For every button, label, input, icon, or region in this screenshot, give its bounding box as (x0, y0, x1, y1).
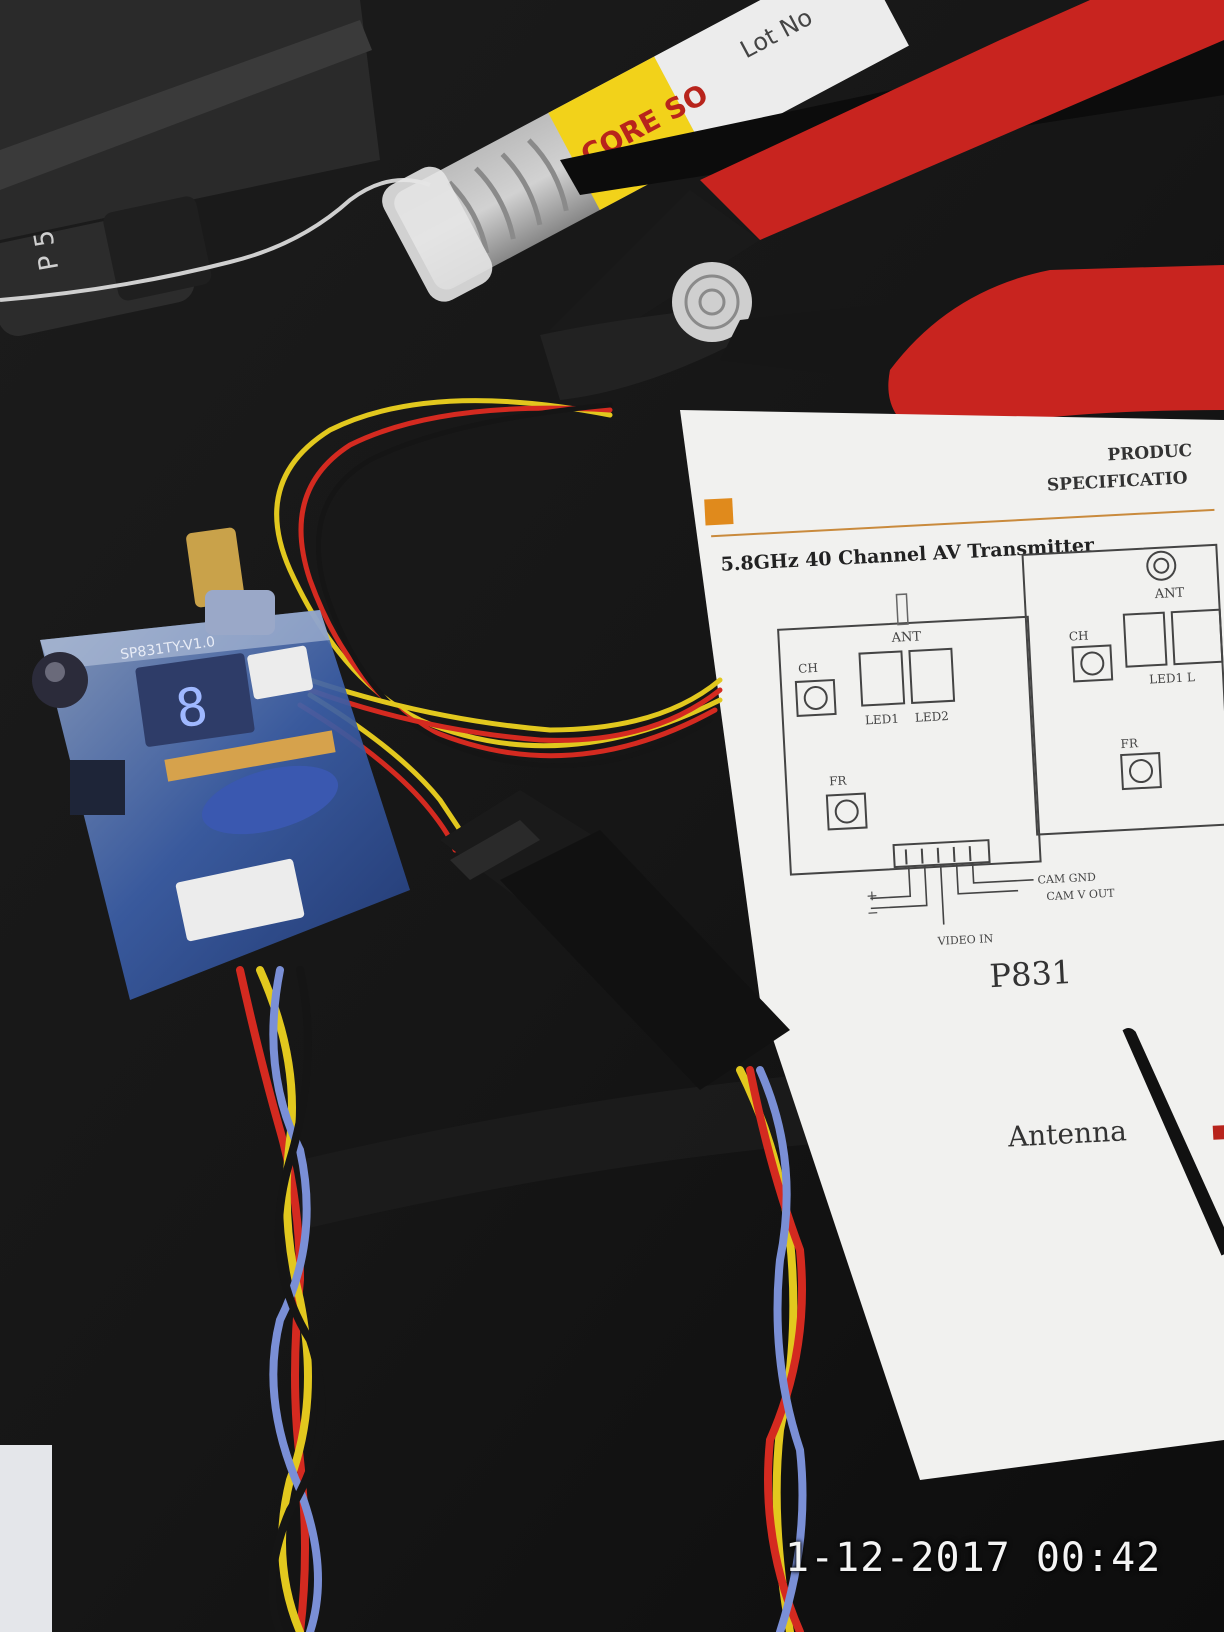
twisted-wire-right (736, 1066, 807, 1632)
crystal (201, 765, 339, 835)
twisted-wire-left (236, 966, 326, 1632)
white-object (0, 1445, 52, 1632)
seven-segment-display (135, 653, 255, 747)
mat-fold (300, 1070, 860, 1230)
model-label: P831 (989, 953, 1073, 995)
white-connector-bottom (175, 858, 305, 942)
chip (70, 760, 125, 815)
label-led1: LED1 (865, 712, 900, 728)
label-ant-right: ANT (1153, 586, 1185, 603)
label-ch-right: CH (1069, 629, 1089, 644)
photo-timestamp: 1-12-2017 00:42 (785, 1535, 1162, 1581)
pliers (540, 0, 1224, 440)
antenna-drawing (1122, 1028, 1224, 1256)
minus-sign: − (867, 905, 880, 922)
label-ant: ANT (890, 629, 922, 646)
wire-bundle-loop (274, 398, 723, 853)
plier-pivot (672, 262, 752, 342)
sma-connector (186, 527, 245, 608)
label-fr-right: FR (1120, 736, 1139, 751)
label-led-right: LED1 L (1149, 670, 1195, 686)
header-pins (164, 730, 336, 782)
spec-header-1: PRODUC (1107, 441, 1193, 465)
label-cam-gnd: CAM GND (1037, 871, 1096, 887)
label-video-in: VIDEO IN (936, 932, 994, 948)
label-cam-v-out: CAM V OUT (1046, 887, 1115, 904)
spec-sheet-content: PRODUC SPECIFICATIO 5.8GHz 40 Channel AV… (704, 441, 1224, 1256)
label-led2: LED2 (915, 709, 950, 725)
plus-sign: + (866, 888, 879, 905)
spec-sheet (680, 410, 1224, 1480)
label-fr: FR (829, 773, 848, 788)
video-transmitter: 8 SP831TY-V1.0 (32, 527, 410, 1000)
laptop-edge-highlight (0, 20, 372, 190)
antenna-label: Antenna (1006, 1114, 1127, 1153)
label-ch: CH (798, 661, 818, 676)
marker-label: P 5 (29, 228, 66, 273)
solder-wire (0, 178, 431, 302)
servo-connector (440, 790, 790, 1090)
white-connector-top (247, 645, 313, 700)
orange-marker (704, 498, 734, 526)
